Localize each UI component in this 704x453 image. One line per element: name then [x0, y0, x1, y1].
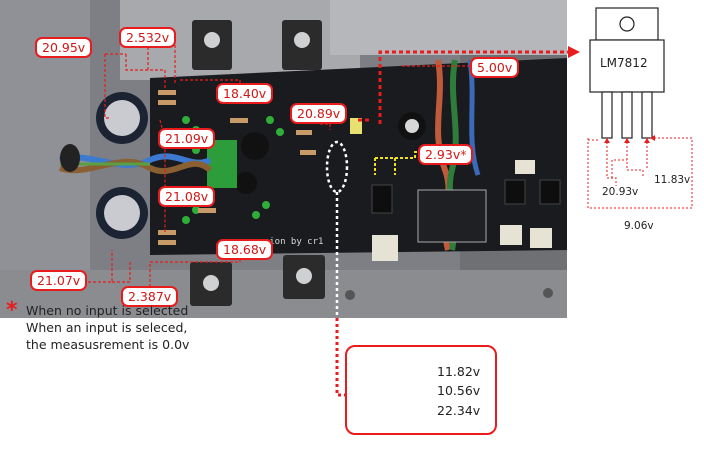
voltage-label-2-387: 2.387v — [121, 286, 179, 307]
voltage-label-21-08: 21.08v — [158, 186, 216, 207]
lm7812-pin-voltage-left: 20.93v — [602, 186, 639, 198]
inset-voltage-middle: 10.56v — [437, 383, 481, 398]
lm7812-outer-voltage: 9.06v — [624, 220, 654, 232]
voltage-label-2-532: 2.532v — [119, 27, 177, 48]
footnote-asterisk: * — [6, 298, 18, 323]
jumper-inset-box — [345, 345, 497, 435]
voltage-label-21-07: 21.07v — [30, 270, 88, 291]
footnote-line-1: When no input is selected — [26, 303, 189, 318]
voltage-label-20-89: 20.89v — [290, 103, 348, 124]
voltage-label-2-93: 2.93v* — [418, 144, 474, 165]
voltage-label-5-00: 5.00v — [470, 57, 520, 78]
asterisk-marker: * — [460, 147, 467, 162]
lm7812-part-name: LM7812 — [600, 56, 648, 70]
voltage-value-2-93: 2.93v — [425, 147, 461, 162]
footnote-line-3: the measusrement is 0.0v — [26, 337, 190, 352]
lm7812-pin-voltage-right: 11.83v — [654, 174, 691, 186]
voltage-label-18-40: 18.40v — [216, 83, 274, 104]
voltage-label-21-09: 21.09v — [158, 128, 216, 149]
inset-voltage-top: 11.82v — [437, 364, 481, 379]
footnote-line-2: When an input is seleced, — [26, 320, 188, 335]
voltage-label-18-68: 18.68v — [216, 239, 274, 260]
voltage-label-20-95: 20.95v — [35, 37, 93, 58]
board-version-silkscreen: ersion by cr1 — [253, 237, 324, 247]
inset-voltage-bottom: 22.34v — [437, 403, 481, 418]
